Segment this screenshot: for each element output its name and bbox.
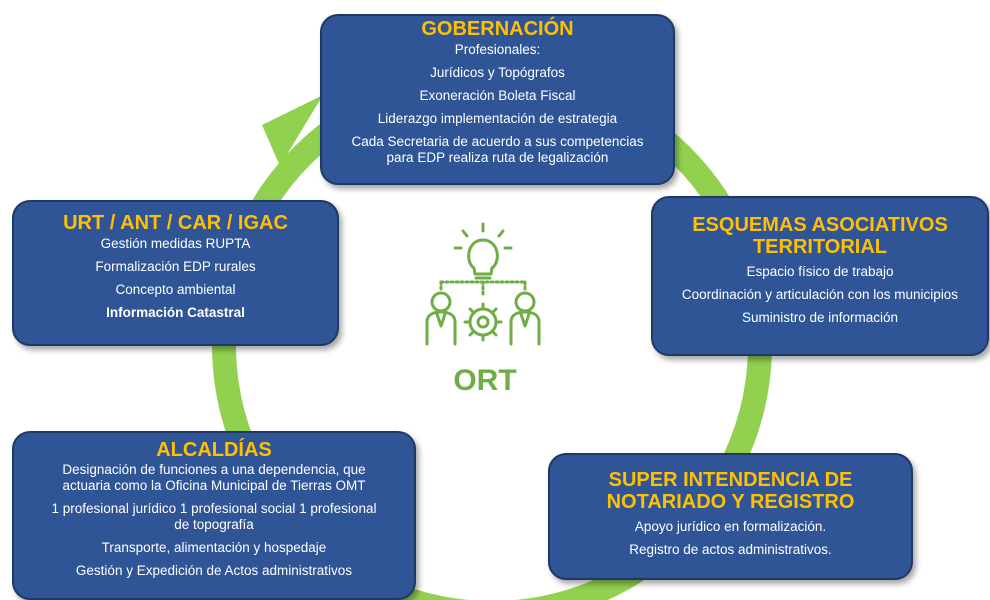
urt-line: Concepto ambiental bbox=[115, 282, 236, 297]
urt-ant-car-igac-box: URT / ANT / CAR / IGAC Gestión medidas R… bbox=[12, 200, 339, 346]
esquemas-line: Espacio físico de trabajo bbox=[746, 264, 894, 279]
gobernacion-line: Exoneración Boleta Fiscal bbox=[419, 88, 576, 103]
urt-line: Información Catastral bbox=[106, 305, 245, 320]
cycle-arrowhead bbox=[262, 95, 323, 166]
idea-teamwork-icon bbox=[425, 222, 541, 346]
urt-title: URT / ANT / CAR / IGAC bbox=[63, 212, 288, 234]
ort-label: ORT bbox=[453, 364, 517, 397]
gobernacion-line: Cada Secretaria de acuerdo a sus compete… bbox=[351, 134, 644, 149]
alcaldias-line: 1 profesional jurídico 1 profesional soc… bbox=[51, 501, 377, 516]
urt-line: Formalización EDP rurales bbox=[95, 259, 256, 274]
esquemas-title-line-1: ESQUEMAS ASOCIATIVOS bbox=[692, 214, 948, 236]
gobernacion-line: Liderazgo implementación de estrategia bbox=[377, 111, 618, 126]
esquemas-line: Coordinación y articulación con los muni… bbox=[681, 287, 959, 302]
superintendencia-title-line-1: SUPER INTENDENCIA DE bbox=[608, 469, 853, 491]
esquemas-title-line-2: TERRITORIAL bbox=[752, 236, 888, 258]
alcaldias-line: Transporte, alimentación y hospedaje bbox=[101, 540, 327, 555]
gobernacion-line: Jurídicos y Topógrafos bbox=[430, 65, 565, 80]
alcaldias-line: Gestión y Expedición de Actos administra… bbox=[75, 563, 353, 578]
alcaldias-box: ALCALDÍAS Designación de funciones a una… bbox=[12, 431, 416, 600]
superintendencia-line: Registro de actos administrativos. bbox=[629, 542, 832, 557]
superintendencia-line: Apoyo jurídico en formalización. bbox=[634, 519, 827, 534]
gobernacion-line: para EDP realiza ruta de legalización bbox=[386, 150, 609, 165]
gobernacion-title: GOBERNACIÓN bbox=[421, 18, 574, 40]
alcaldias-line: Designación de funciones a una dependenc… bbox=[62, 462, 366, 477]
esquemas-line: Suministro de información bbox=[741, 310, 899, 325]
superintendencia-title-line-2: NOTARIADO Y REGISTRO bbox=[606, 491, 855, 513]
gobernacion-line: Profesionales: bbox=[454, 42, 541, 57]
superintendencia-box: SUPER INTENDENCIA DE NOTARIADO Y REGISTR… bbox=[548, 453, 913, 580]
alcaldias-title: ALCALDÍAS bbox=[156, 439, 272, 461]
gobernacion-box: GOBERNACIÓN Profesionales: Jurídicos y T… bbox=[320, 14, 675, 185]
alcaldias-line: de topografía bbox=[174, 517, 254, 532]
alcaldias-line: actuaria como la Oficina Municipal de Ti… bbox=[62, 478, 366, 493]
esquemas-asociativos-box: ESQUEMAS ASOCIATIVOS TERRITORIAL Espacio… bbox=[651, 196, 989, 356]
urt-line: Gestión medidas RUPTA bbox=[100, 236, 251, 251]
